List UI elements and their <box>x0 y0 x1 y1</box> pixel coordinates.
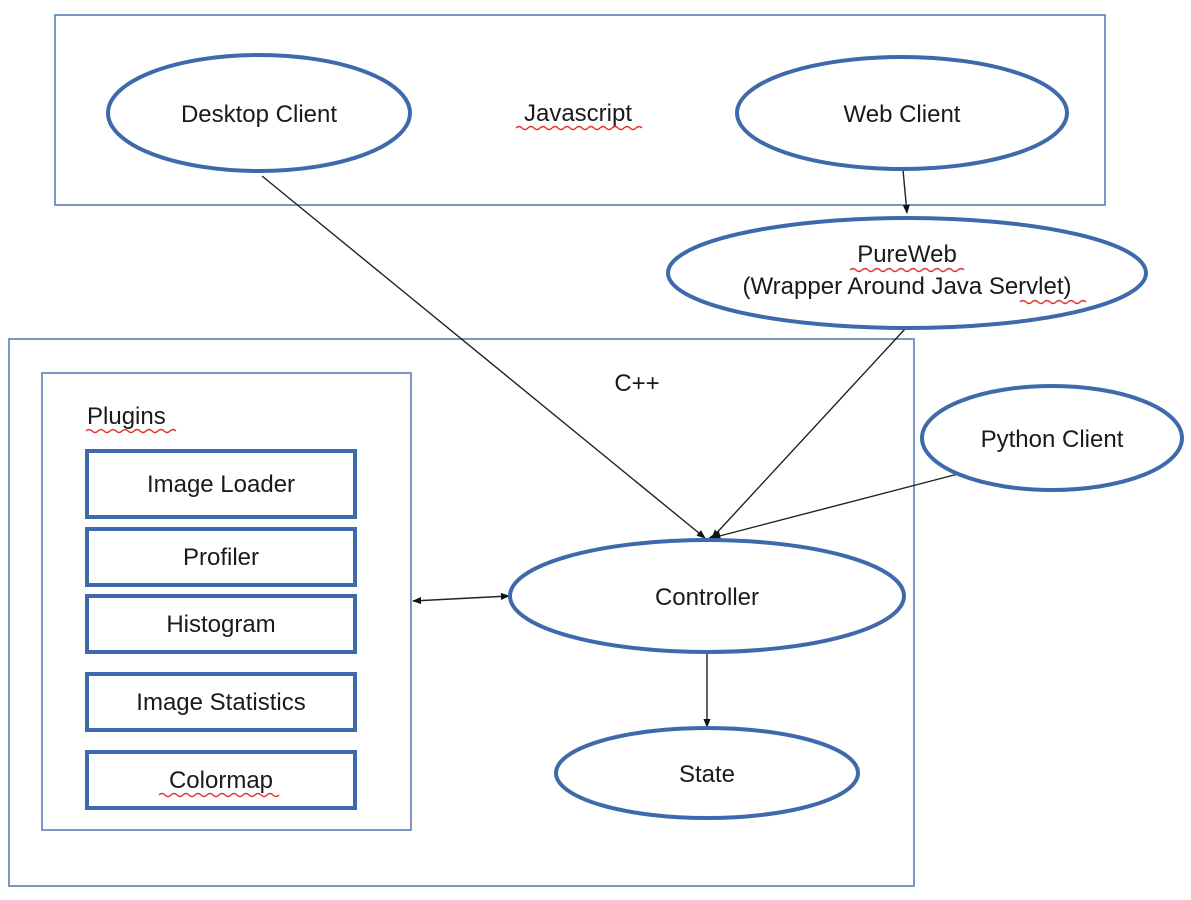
spellcheck-underline <box>849 267 965 273</box>
spellcheck-underline <box>1019 299 1087 305</box>
plugin-profiler: Profiler <box>85 527 357 587</box>
plugin-colormap: Colormap <box>85 750 357 810</box>
plugin-image-loader: Image Loader <box>85 449 357 519</box>
plugin-label: Colormap <box>169 767 273 794</box>
plugin-label: Profiler <box>183 544 259 571</box>
pureweb-node: PureWeb (Wrapper Around Java Servlet) <box>666 216 1148 330</box>
state-node: State <box>554 726 860 820</box>
edge-plugins-controller <box>412 592 510 605</box>
spellcheck-underline <box>158 792 280 798</box>
python-client-node: Python Client <box>920 384 1184 492</box>
plugin-histogram: Histogram <box>85 594 357 654</box>
controller-label: Controller <box>655 584 759 611</box>
spellcheck-underline <box>85 428 177 434</box>
state-label: State <box>679 761 735 788</box>
cpp-label: C++ <box>614 370 659 397</box>
edge-webclient-to-pureweb <box>902 169 910 214</box>
web-client-node: Web Client <box>735 55 1069 171</box>
edge-pureweb-to-controller <box>711 328 906 539</box>
spellcheck-underline <box>515 125 643 131</box>
web-client-label: Web Client <box>844 101 961 128</box>
python-client-label: Python Client <box>981 426 1124 453</box>
plugin-label: Image Statistics <box>136 689 305 716</box>
pureweb-title: PureWeb <box>857 241 957 268</box>
controller-node: Controller <box>508 538 906 654</box>
desktop-client-label: Desktop Client <box>181 101 337 128</box>
edge-desktop-to-controller <box>261 175 706 539</box>
plugin-label: Image Loader <box>147 471 295 498</box>
desktop-client-node: Desktop Client <box>106 53 412 173</box>
plugins-label: Plugins <box>87 403 166 430</box>
pureweb-subtitle: (Wrapper Around Java Servlet) <box>742 273 1071 300</box>
edge-python-to-controller <box>706 473 959 542</box>
plugin-image-statistics: Image Statistics <box>85 672 357 732</box>
javascript-label: Javascript <box>524 100 632 127</box>
plugin-label: Histogram <box>166 611 275 638</box>
